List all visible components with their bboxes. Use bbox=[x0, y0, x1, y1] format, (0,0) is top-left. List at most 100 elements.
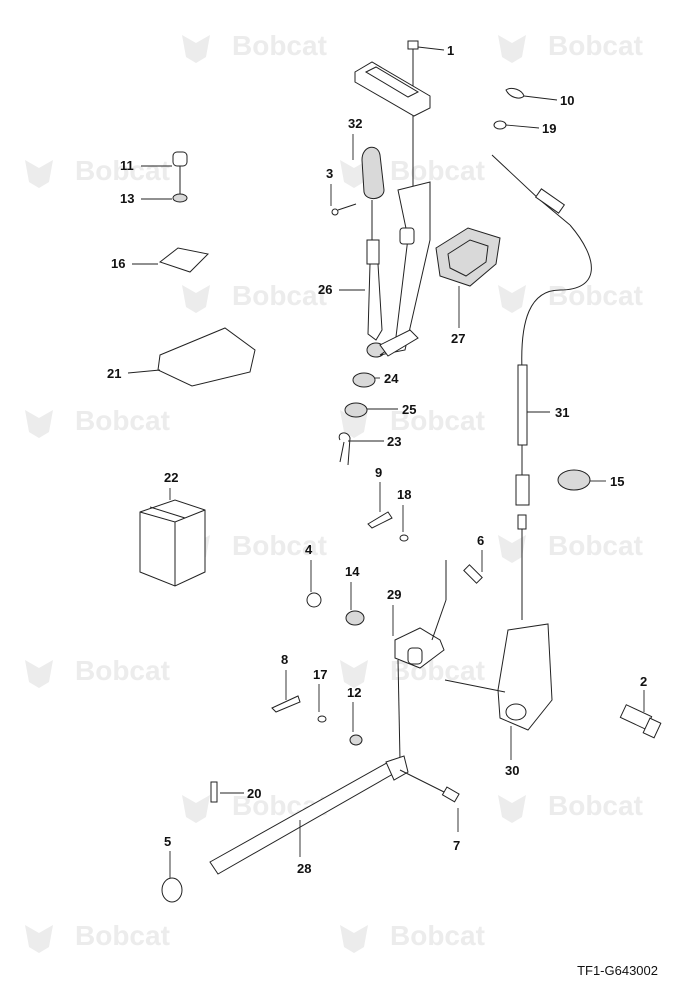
leader-line bbox=[417, 46, 445, 51]
callout-5: 5 bbox=[164, 834, 171, 849]
watermark-logo-icon bbox=[498, 535, 526, 563]
drawing-id: TF1-G643002 bbox=[577, 963, 658, 978]
part-ring-4 bbox=[306, 592, 322, 608]
callout-26: 26 bbox=[318, 282, 332, 297]
callout-24: 24 bbox=[384, 371, 399, 386]
part-washer-19 bbox=[493, 120, 507, 130]
part-yoke-29 bbox=[394, 560, 447, 761]
watermark-logo-icon bbox=[25, 410, 53, 438]
watermark-text: Bobcat bbox=[232, 530, 327, 561]
watermark-text: Bobcat bbox=[75, 920, 170, 951]
watermark-text: Bobcat bbox=[232, 280, 327, 311]
callout-16: 16 bbox=[111, 256, 125, 271]
part-bracket bbox=[379, 181, 431, 357]
callout-13: 13 bbox=[120, 191, 134, 206]
callout-2: 2 bbox=[640, 674, 647, 689]
part-bracket-30 bbox=[444, 623, 553, 731]
part-lever-26 bbox=[366, 239, 386, 358]
part-bolt-7 bbox=[399, 769, 460, 803]
leader-line bbox=[127, 369, 161, 374]
watermark-logo-icon bbox=[340, 660, 368, 688]
watermark-text: Bobcat bbox=[548, 30, 643, 61]
callout-15: 15 bbox=[610, 474, 624, 489]
part-washer-12 bbox=[349, 734, 363, 746]
callout-21: 21 bbox=[107, 366, 121, 381]
part-screw-3 bbox=[331, 203, 357, 216]
watermark-text: Bobcat bbox=[390, 920, 485, 951]
callout-29: 29 bbox=[387, 587, 401, 602]
callout-3: 3 bbox=[326, 166, 333, 181]
watermark-text: Bobcat bbox=[390, 155, 485, 186]
callout-32: 32 bbox=[348, 116, 362, 131]
part-washer-13 bbox=[172, 193, 188, 203]
callout-25: 25 bbox=[402, 402, 416, 417]
watermark-logo-icon bbox=[340, 160, 368, 188]
part-bolt-2 bbox=[619, 704, 662, 739]
part-bolt-6 bbox=[463, 564, 483, 584]
leader-line bbox=[505, 124, 540, 129]
watermark-logo-icon bbox=[25, 160, 53, 188]
part-plate bbox=[354, 61, 431, 117]
callout-7: 7 bbox=[453, 838, 460, 853]
callout-10: 10 bbox=[560, 93, 574, 108]
callout-28: 28 bbox=[297, 861, 311, 876]
leader-line bbox=[523, 95, 558, 101]
callout-22: 22 bbox=[164, 470, 178, 485]
part-grommet-15 bbox=[557, 469, 591, 491]
part-cable-31 bbox=[491, 154, 592, 620]
part-washer-18 bbox=[399, 534, 409, 542]
callout-9: 9 bbox=[375, 465, 382, 480]
part-clip-10 bbox=[505, 87, 525, 99]
part-shaft-28 bbox=[209, 755, 409, 875]
watermark-text: Bobcat bbox=[390, 405, 485, 436]
callout-31: 31 bbox=[555, 405, 569, 420]
callout-layer: 1 2 3 4 5 6 7 8 9 10 11 12 13 14 15 16 1… bbox=[107, 43, 647, 876]
callout-20: 20 bbox=[247, 786, 261, 801]
watermark-logo-icon bbox=[498, 35, 526, 63]
watermark-text: Bobcat bbox=[548, 790, 643, 821]
watermark-text: Bobcat bbox=[75, 155, 170, 186]
part-knob-11 bbox=[172, 151, 188, 196]
watermark-logo-icon bbox=[498, 795, 526, 823]
part-washer-17 bbox=[317, 715, 327, 723]
part-pedal-27 bbox=[435, 227, 501, 287]
watermark-text: Bobcat bbox=[548, 530, 643, 561]
callout-27: 27 bbox=[451, 331, 465, 346]
callout-6: 6 bbox=[477, 533, 484, 548]
callout-23: 23 bbox=[387, 434, 401, 449]
callout-12: 12 bbox=[347, 685, 361, 700]
callout-11: 11 bbox=[120, 158, 134, 173]
watermark-text: Bobcat bbox=[232, 30, 327, 61]
watermark-logo-icon bbox=[182, 35, 210, 63]
part-box-22 bbox=[139, 499, 206, 587]
part-clip-8 bbox=[271, 695, 301, 713]
watermark-text: Bobcat bbox=[75, 655, 170, 686]
watermark-logo-icon bbox=[340, 925, 368, 953]
callout-18: 18 bbox=[397, 487, 411, 502]
callout-14: 14 bbox=[345, 564, 360, 579]
part-plate-16 bbox=[158, 247, 210, 273]
part-pin-23 bbox=[338, 432, 351, 466]
part-cover-21 bbox=[157, 327, 256, 387]
callout-4: 4 bbox=[305, 542, 313, 557]
part-knob-32 bbox=[361, 146, 385, 240]
part-clip-9 bbox=[367, 511, 393, 529]
part-washer-24 bbox=[352, 372, 376, 388]
watermark-text: Bobcat bbox=[75, 405, 170, 436]
leader-lines bbox=[127, 46, 645, 878]
callout-19: 19 bbox=[542, 121, 556, 136]
part-washer-14 bbox=[345, 610, 365, 626]
part-ring-5 bbox=[161, 877, 183, 903]
watermark-logo-icon bbox=[182, 795, 210, 823]
callout-30: 30 bbox=[505, 763, 519, 778]
watermark-logo-icon bbox=[25, 925, 53, 953]
watermark-logo-icon bbox=[498, 285, 526, 313]
watermark-logo-icon bbox=[182, 285, 210, 313]
part-pin-20 bbox=[210, 781, 218, 803]
callout-8: 8 bbox=[281, 652, 288, 667]
callout-17: 17 bbox=[313, 667, 327, 682]
callout-1: 1 bbox=[447, 43, 454, 58]
watermark-logo-icon bbox=[25, 660, 53, 688]
